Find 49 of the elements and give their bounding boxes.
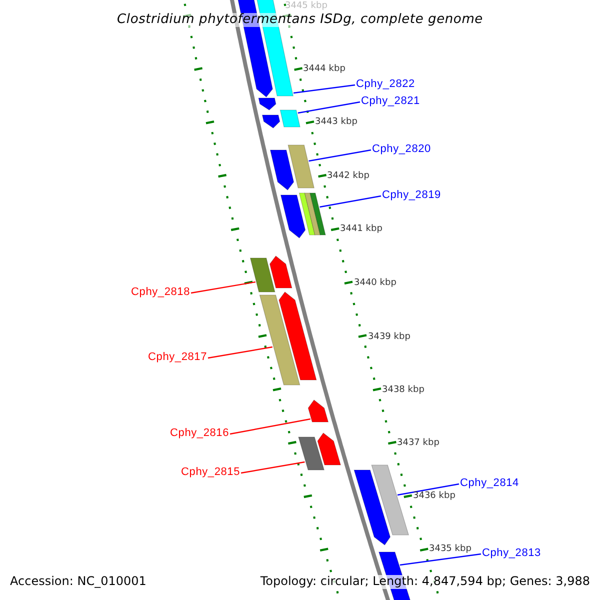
scale-label: 3436 kbp [413, 490, 456, 502]
gene-bar [288, 144, 314, 188]
scale-label: 3435 kbp [429, 544, 472, 554]
title: Clostridium phytofermentans ISDg, complete genome [117, 12, 483, 28]
gene-segment [258, 98, 276, 110]
scale-label: 3442 kbp [327, 170, 370, 182]
leader-line [208, 346, 272, 359]
leader-line [293, 84, 356, 94]
gene-bar [250, 258, 276, 292]
scale-label: 3440 kbp [354, 278, 396, 288]
info-text: Accession: NC_010001 [10, 575, 146, 589]
gene-label: Cphy_2820 [372, 142, 431, 156]
gene-segment [269, 256, 292, 288]
gene-segment [270, 150, 294, 190]
gene-label: Cphy_2816 [170, 426, 229, 440]
gene-bar [371, 464, 409, 536]
info-text: Topology: circular; Length: 4,847,594 bp; Genes: 3,988 [260, 575, 590, 589]
scale-label: 3438 kbp [382, 384, 424, 396]
gene-label: Cphy_2821 [361, 94, 420, 108]
scale-label: 3441 kbp [340, 224, 382, 234]
scale-label: 3444 kbp [303, 64, 346, 74]
gene-label: Cphy_2819 [382, 188, 441, 202]
leader-line [230, 418, 311, 435]
leader-line [397, 483, 460, 496]
gene-segment [278, 292, 317, 380]
leader-line [240, 461, 305, 474]
gene-bar [298, 192, 326, 236]
gene-segment [354, 470, 391, 546]
leader-line [298, 101, 360, 114]
gene-label: Cphy_2814 [460, 476, 519, 490]
scale-label: 3437 kbp [397, 438, 440, 448]
gene-segment [280, 194, 306, 238]
gene-segment [262, 114, 280, 128]
leader-line [400, 553, 482, 566]
gene-bar [298, 436, 324, 470]
scale-label: 3443 kbp [315, 116, 358, 128]
gene-bar [280, 110, 300, 128]
gene-label: Cphy_2815 [181, 466, 240, 478]
leader-line [190, 281, 256, 294]
gene-segment [317, 432, 341, 466]
leader-line [308, 149, 372, 162]
gene-label: Cphy_2813 [482, 546, 541, 560]
scale-label: 3439 kbp [368, 332, 410, 342]
gene-label: Cphy_2817 [148, 350, 207, 364]
scale-label: 3445 kbp [285, 0, 328, 12]
gene-label: Cphy_2822 [356, 78, 415, 90]
gene-bar [259, 294, 300, 386]
gene-segment [308, 400, 329, 422]
gene-label: Cphy_2818 [131, 286, 190, 298]
